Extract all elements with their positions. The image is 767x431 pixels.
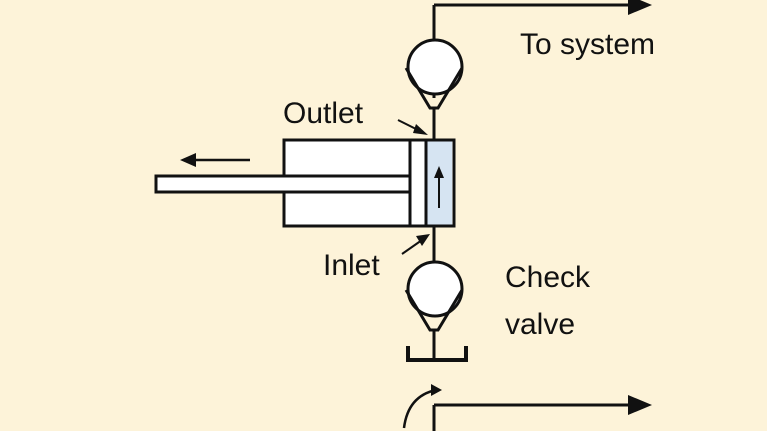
inlet-pointer-line [401, 239, 423, 255]
inlet-label: Inlet [323, 249, 380, 282]
lower-check-valve [404, 260, 464, 332]
outlet-pointer-arrow-icon [413, 124, 428, 135]
inlet-pointer-arrow-icon [416, 234, 430, 246]
outlet-label: Outlet [283, 97, 364, 130]
chamber-flow-arrow-icon [434, 166, 444, 178]
piston-rod [154, 174, 412, 194]
to-system-arrow-icon [628, 0, 652, 15]
upper-check-valve-ball [406, 38, 464, 96]
lower-check-valve-ball [406, 260, 464, 318]
reservoir-icon [406, 346, 468, 362]
rotation-arrow-head-icon [431, 384, 442, 396]
bottom-pipe [432, 403, 630, 431]
check-valve-label-line1: Check [505, 261, 591, 294]
stroke-direction-arrow-icon [180, 153, 196, 167]
bottom-pipe-arrow-icon [628, 395, 652, 415]
check-valve-label-line2: valve [505, 308, 575, 341]
to-system-label: To system [520, 28, 655, 61]
